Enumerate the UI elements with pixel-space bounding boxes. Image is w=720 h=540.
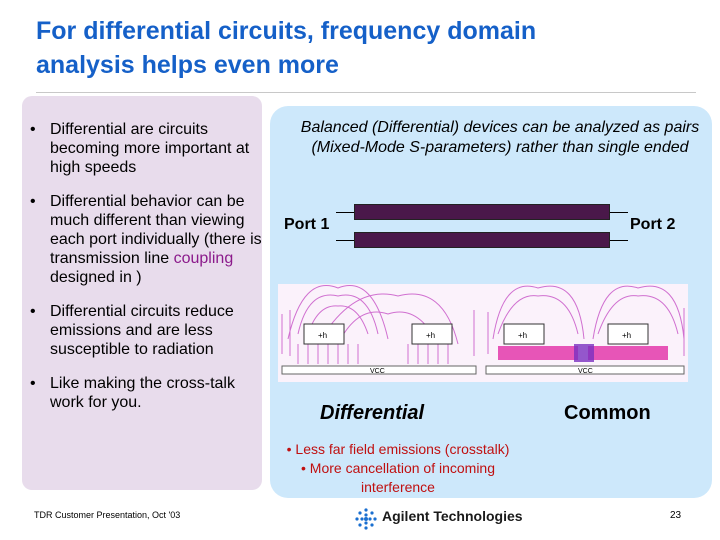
balanced-description: Balanced (Differential) devices can be a… — [300, 119, 700, 156]
bullet-dot: • — [30, 193, 36, 210]
slide-title: For differential circuits, frequency dom… — [36, 14, 676, 82]
bullet-dot: • — [30, 121, 36, 138]
field-line-illustration: +h +h +h +h VCC VCC — [278, 284, 688, 382]
agilent-logo-icon — [355, 508, 377, 530]
charge-label: +h — [622, 331, 631, 340]
slide-title-line-1: For differential circuits, frequency dom… — [36, 17, 537, 45]
left-panel-background — [22, 96, 262, 490]
note-item: • More cancellation of incoming interfer… — [301, 460, 495, 495]
port-1-wire-top — [336, 212, 354, 213]
title-divider — [36, 92, 696, 93]
bullet-dot: • — [30, 375, 36, 392]
coupling-highlight: coupling — [173, 250, 234, 267]
bullet-text: Differential are circuits becoming more … — [50, 121, 250, 176]
port-2-wire-top — [610, 212, 628, 213]
bullet-item: • Like making the cross-talk work for yo… — [30, 374, 262, 412]
charge-label: +h — [518, 331, 527, 340]
differential-mode-label: Differential — [320, 402, 425, 424]
footer-presentation: TDR Customer Presentation, Oct '03 — [34, 510, 181, 520]
ground-label: VCC — [578, 368, 593, 375]
benefit-notes: • Less far field emissions (crosstalk) •… — [280, 440, 516, 497]
note-item: • Less far field emissions (crosstalk) — [286, 441, 510, 457]
company-name: Agilent Technologies — [382, 508, 523, 524]
slide-title-line-2: analysis helps even more — [36, 51, 339, 79]
ground-label: VCC — [370, 368, 385, 375]
bullet-text: Like making the cross-talk work for you. — [50, 375, 235, 411]
transmission-line-bottom — [354, 232, 610, 248]
bullet-text-tail: designed in ) — [50, 269, 142, 286]
bullet-item: • Differential are circuits becoming mor… — [30, 120, 262, 177]
bullet-item: • Differential behavior can be much diff… — [30, 192, 262, 287]
bullet-item: • Differential circuits reduce emissions… — [30, 302, 262, 359]
bullet-dot: • — [30, 303, 36, 320]
common-mode-label: Common — [564, 402, 651, 424]
charge-label: +h — [318, 331, 327, 340]
port-2-wire-bottom — [610, 240, 628, 241]
port-1-label: Port 1 — [284, 216, 330, 233]
page-number: 23 — [670, 510, 682, 521]
transmission-line-top — [354, 204, 610, 220]
charge-label: +h — [426, 331, 435, 340]
bullet-text: Differential circuits reduce emissions a… — [50, 303, 234, 358]
port-1-wire-bottom — [336, 240, 354, 241]
bullet-list: • Differential are circuits becoming mor… — [30, 120, 262, 427]
port-2-label: Port 2 — [630, 216, 676, 233]
bullet-text: Differential behavior can be much differ… — [50, 193, 262, 267]
